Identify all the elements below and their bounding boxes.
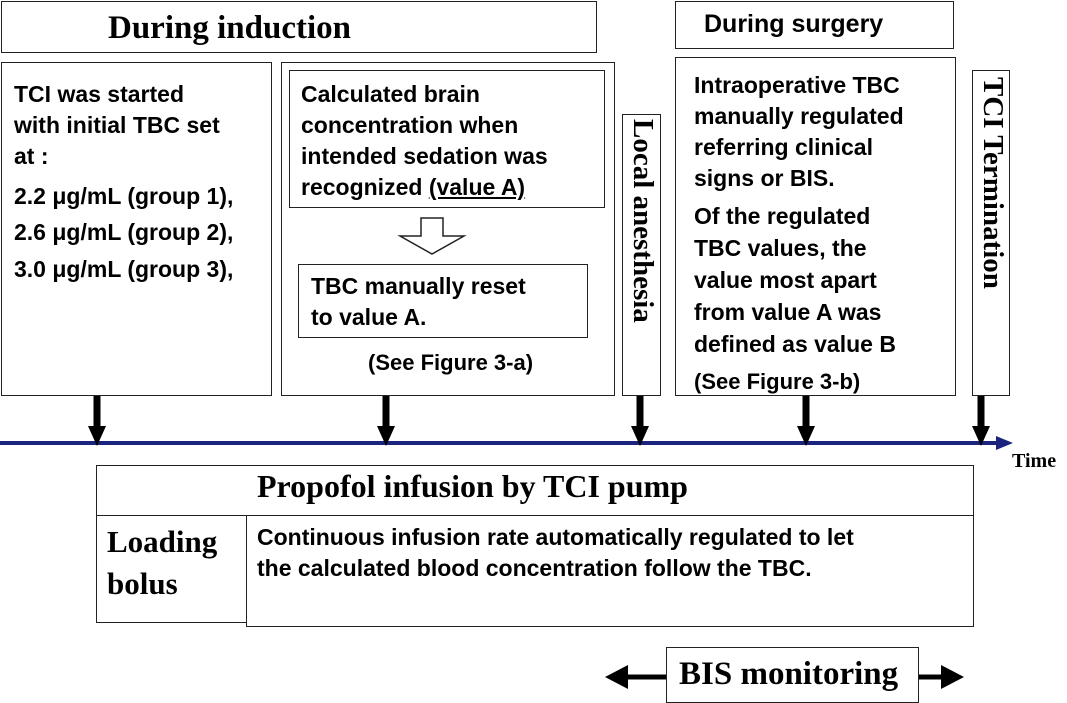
surgery-line-7: value most apart [694,267,877,293]
initial-tbc-line-1: TCI was started [14,81,184,107]
calc-line-2: concentration when [301,112,519,138]
event-arrow-tci-start [88,396,106,446]
local-anesthesia-label: Local anesthesia [627,119,659,323]
induction-header: During induction [1,1,597,53]
initial-tbc-line-3: at : [14,143,49,169]
calculated-brain-box: Calculated brain concentration when inte… [289,70,605,208]
continuous-infusion-box: Continuous infusion rate automatically r… [246,515,974,627]
see-figure-3a: (See Figure 3-a) [368,350,534,375]
surgery-line-8: from value A was [694,299,882,325]
continuous-line-1: Continuous infusion rate automatically r… [257,524,854,550]
local-anesthesia-box: Local anesthesia [622,114,661,396]
bis-left-arrow [605,665,666,689]
event-arrow-tci-termination [972,396,990,446]
tbc-reset-box: TBC manually reset to value A. [298,264,588,338]
surgery-line-5: Of the regulated [694,203,871,229]
recognized-prefix: recognized [301,174,429,200]
see-figure-3b: (See Figure 3-b) [694,369,861,394]
infusion-title: Propofol infusion by TCI pump [257,468,688,504]
surgery-header: During surgery [675,1,954,49]
initial-tbc-line-2: with initial TBC set [14,112,220,138]
surgery-line-2: manually regulated [694,103,904,129]
bis-monitoring-label: BIS monitoring [679,656,899,692]
time-label: Time [1012,450,1057,472]
calc-line-3: intended sedation was [301,143,548,169]
bis-monitoring-box: BIS monitoring [666,647,919,703]
surgery-line-6: TBC values, the [694,235,867,261]
event-arrow-value-b [797,396,815,446]
event-arrow-value-a [377,396,395,446]
surgery-line-3: referring clinical [694,134,873,160]
event-arrow-local-anesthesia [631,396,649,446]
calc-line-4: recognized (value A) [301,174,525,201]
initial-tbc-box: TCI was started with initial TBC set at … [1,62,272,396]
surgery-line-9: defined as value B [694,331,896,357]
timeline-arrowhead [996,436,1013,450]
calc-line-1: Calculated brain [301,81,480,107]
dose-group-2: 2.6 μg/mL (group 2), [14,219,234,245]
tci-termination-label: TCI Termination [977,77,1009,289]
tci-termination-box: TCI Termination [972,70,1010,396]
induction-header-label: During induction [108,10,351,46]
reset-line-2: to value A. [311,304,427,330]
reset-down-arrow [397,217,467,255]
loading-line-1: Loading [107,524,218,559]
loading-line-2: bolus [107,566,178,601]
dose-group-1: 2.2 μg/mL (group 1), [14,183,234,209]
dose-group-3: 3.0 μg/mL (group 3), [14,256,234,282]
bis-right-arrow [919,665,964,689]
surgery-line-4: signs or BIS. [694,165,835,191]
reset-line-1: TBC manually reset [311,273,526,299]
continuous-line-2: the calculated blood concentration follo… [257,555,812,581]
loading-bolus-box: Loading bolus [96,515,247,623]
surgery-header-label: During surgery [704,10,884,38]
surgery-line-1: Intraoperative TBC [694,72,900,98]
value-a-label: (value A) [428,174,526,200]
surgery-box: Intraoperative TBC manually regulated re… [675,57,956,396]
